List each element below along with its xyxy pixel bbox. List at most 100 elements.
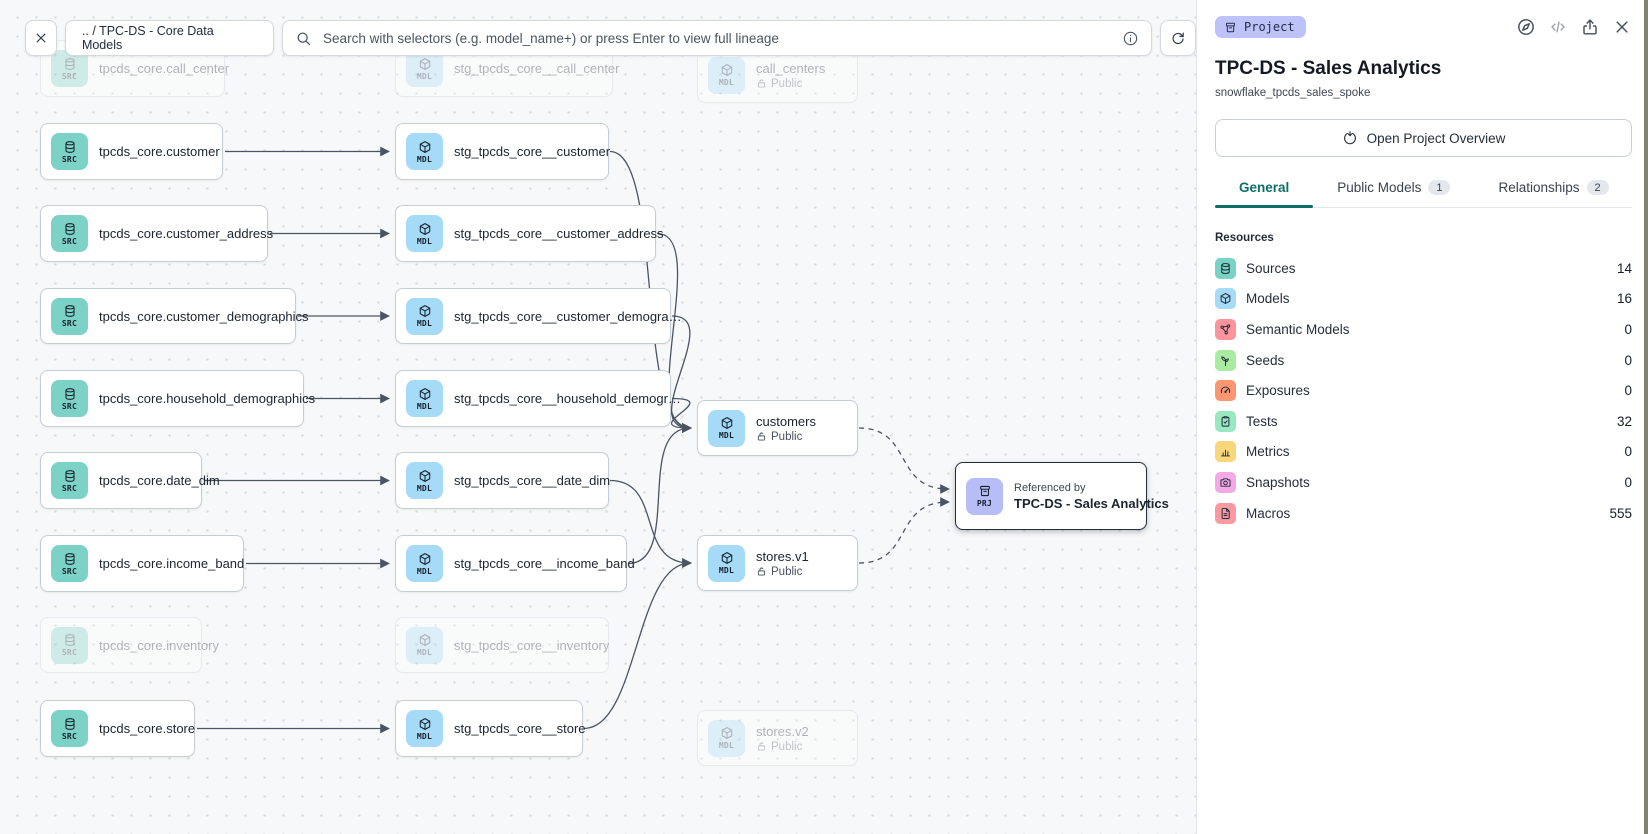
- graph-node-src_store[interactable]: SRC tpcds_core.store: [40, 700, 195, 757]
- macro-file-icon: [1215, 502, 1236, 524]
- node-label: stores.v2: [756, 723, 809, 739]
- unlock-icon: [757, 79, 766, 88]
- tab-label: Relationships: [1498, 180, 1580, 195]
- node-label: tpcds_core.inventory: [99, 637, 219, 653]
- node-access-public: Public: [756, 566, 809, 578]
- resource-name: Models: [1246, 291, 1290, 307]
- model-icon: MDL: [406, 626, 443, 664]
- resource-row-exposures[interactable]: Exposures 0: [1215, 375, 1632, 406]
- search-input[interactable]: [321, 20, 1114, 56]
- resource-name: Sources: [1246, 260, 1296, 276]
- model-icon: MDL: [708, 409, 745, 447]
- tab-label: General: [1239, 180, 1290, 195]
- lineage-toolbar: .. / TPC-DS - Core Data Models: [25, 20, 1197, 56]
- seed-icon: [1215, 349, 1236, 371]
- cube-icon: [1215, 288, 1236, 310]
- graph-node-mdl_customer_address[interactable]: MDL stg_tpcds_core__customer_address: [395, 205, 664, 262]
- resource-count: 0: [1624, 321, 1632, 337]
- project-overview-icon: [1343, 131, 1356, 145]
- model-icon: MDL: [406, 215, 443, 252]
- node-label: stg_tpcds_core__store: [454, 721, 586, 736]
- graph-node-src_inventory[interactable]: SRC tpcds_core.inventory: [40, 617, 219, 673]
- tab-count-badge: 1: [1428, 180, 1451, 195]
- model-icon: MDL: [406, 710, 443, 747]
- semantic-graph-icon: [1215, 318, 1236, 340]
- node-label: tpcds_core.store: [99, 721, 196, 736]
- graph-node-mdl_customer_demographics[interactable]: MDL stg_tpcds_core__customer_demogra…: [395, 288, 682, 344]
- tab-count-badge: 2: [1586, 180, 1609, 195]
- node-label: call_centers: [756, 60, 826, 76]
- source-icon: SRC: [51, 710, 88, 747]
- node-label: stg_tpcds_core__customer_demogra…: [454, 308, 682, 324]
- model-icon: MDL: [708, 544, 745, 582]
- details-panel: Project TPC-DS - Sales Analytics snowfla…: [1196, 0, 1644, 834]
- resource-count: 0: [1624, 474, 1632, 490]
- graph-node-mdl_customer[interactable]: MDL stg_tpcds_core__customer: [395, 123, 611, 180]
- resource-row-snapshots[interactable]: Snapshots 0: [1215, 467, 1632, 498]
- unlock-icon: [757, 432, 766, 441]
- close-lineage-button[interactable]: [25, 20, 57, 56]
- panel-header-icons: [1515, 17, 1632, 38]
- node-label: stg_tpcds_core__customer_address: [454, 226, 664, 241]
- explore-lineage-icon[interactable]: [1515, 17, 1536, 38]
- node-label: tpcds_core.customer: [99, 144, 220, 159]
- model-icon: MDL: [708, 719, 745, 757]
- refresh-lineage-button[interactable]: [1160, 20, 1197, 56]
- resource-name: Macros: [1246, 505, 1291, 521]
- resource-count: 0: [1624, 383, 1632, 399]
- source-icon: SRC: [51, 545, 88, 582]
- resource-row-macros[interactable]: Macros 555: [1215, 498, 1632, 529]
- model-icon: MDL: [406, 133, 443, 170]
- export-icon[interactable]: [1579, 17, 1600, 38]
- resource-name: Tests: [1246, 413, 1278, 429]
- code-icon[interactable]: [1547, 17, 1568, 38]
- open-project-overview-button[interactable]: Open Project Overview: [1215, 119, 1632, 157]
- page-title: TPC-DS - Sales Analytics: [1215, 58, 1442, 79]
- gauge-icon: [1215, 380, 1236, 402]
- resource-name: Snapshots: [1246, 474, 1310, 490]
- breadcrumb[interactable]: .. / TPC-DS - Core Data Models: [64, 20, 275, 56]
- graph-node-mdl_store[interactable]: MDL stg_tpcds_core__store: [395, 700, 586, 757]
- info-icon[interactable]: [1122, 30, 1139, 47]
- node-label: stg_tpcds_core__customer: [454, 144, 611, 159]
- lineage-edges: [197, 146, 950, 734]
- source-icon: SRC: [51, 626, 88, 664]
- node-label: tpcds_core.customer_demographics: [99, 308, 309, 324]
- model-icon: MDL: [406, 297, 443, 335]
- close-panel-icon[interactable]: [1611, 17, 1632, 38]
- tab-general[interactable]: General: [1215, 171, 1314, 208]
- unlock-icon: [757, 567, 766, 576]
- tab-relationships[interactable]: Relationships 2: [1474, 171, 1632, 207]
- source-icon: SRC: [51, 50, 88, 87]
- resource-count: 555: [1609, 505, 1632, 521]
- node-label: tpcds_core.customer_address: [99, 226, 274, 241]
- model-icon: MDL: [406, 462, 443, 499]
- unlock-icon: [757, 742, 766, 751]
- resource-name: Exposures: [1246, 383, 1310, 399]
